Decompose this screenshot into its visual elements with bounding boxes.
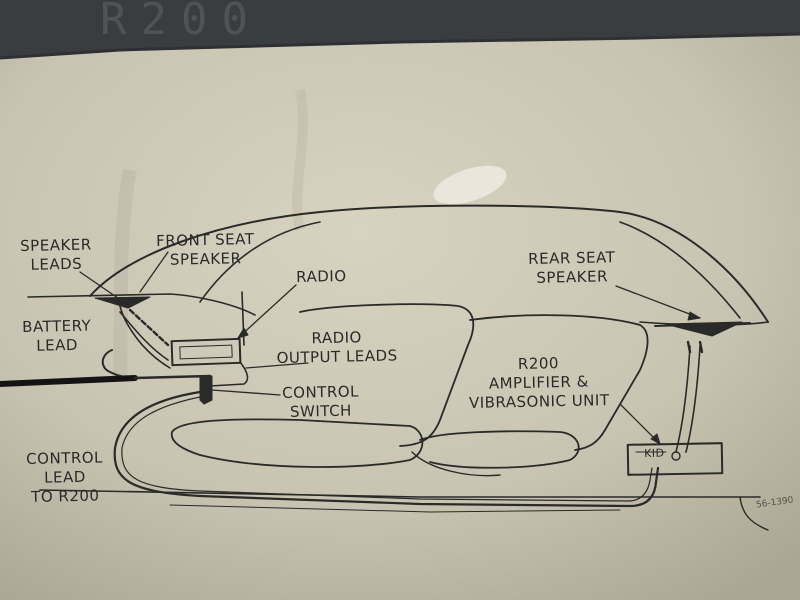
pointer-rear-speaker [615, 285, 701, 319]
car-roofline [89, 204, 769, 323]
pointer-control-switch [211, 389, 281, 396]
windshield-pillar [199, 221, 321, 303]
speaker-leads-wire [128, 308, 170, 347]
label-unit-marking: KID [643, 446, 665, 460]
rear-speaker-leads [675, 345, 691, 453]
radio-unit [170, 337, 242, 367]
pointer-speaker-leads [79, 271, 129, 306]
paper-sheet [0, 34, 800, 600]
control-switch [199, 375, 213, 405]
r200-amplifier-unit [626, 442, 724, 476]
beltline [27, 293, 256, 316]
front-seat-speaker [94, 296, 151, 309]
pointer-front-speaker [139, 251, 169, 293]
control-lead-cable [113, 390, 660, 508]
faded-header-text: R200 [100, 0, 262, 45]
paper-stain [433, 165, 507, 205]
pointer-output-leads [245, 362, 309, 369]
radio-output-leads [209, 361, 249, 387]
label-radio: RADIO [296, 266, 347, 286]
pointer-radio [237, 284, 297, 339]
rear-seat [469, 314, 649, 451]
